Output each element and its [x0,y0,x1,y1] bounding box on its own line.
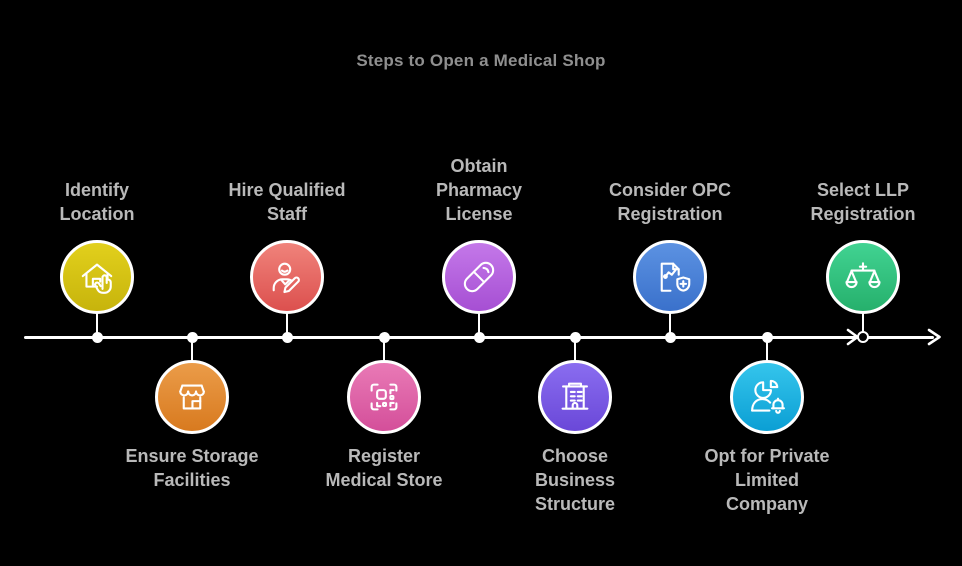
step-label: Ensure Storage Facilities [125,446,259,490]
connector-stem [477,312,481,338]
page-title: Steps to Open a Medical Shop [356,51,606,70]
timeline-step: Register Medical Store [289,0,479,566]
timeline-step: Hire Qualified Staff [192,0,382,566]
step-label: Obtain Pharmacy License [435,156,523,224]
timeline-step: Choose Business Structure [480,0,670,566]
timeline-node-dot [186,331,198,343]
step-icon-circle [826,240,900,314]
step-label: Consider OPC Registration [608,180,732,224]
connector-stem [861,312,865,338]
timeline-step: Ensure Storage Facilities [97,0,287,566]
connector-stem [382,336,386,362]
timeline-step: Consider OPC Registration [575,0,765,566]
timeline-node-dot [378,331,390,343]
step-label: Register Medical Store [325,446,443,490]
step-label: Select LLP Registration [810,180,916,224]
timeline-end-arrow-icon [927,328,941,346]
timeline-node-dot [569,331,581,343]
timeline-node-dot [761,331,773,343]
timeline-step: Identify Location [2,0,192,566]
connector-stem [95,312,99,338]
timeline-node-dot [473,331,485,343]
timeline-node-dot [856,330,869,343]
step-label: Identify Location [59,180,135,224]
timeline-node-dot [91,331,103,343]
connector-stem [573,336,577,362]
timeline-step: Obtain Pharmacy License [384,0,574,566]
timeline-node-dot [281,331,293,343]
timeline-step: Opt for Private Limited Company [672,0,862,566]
step-label: Opt for Private Limited Company [704,446,830,514]
scales-icon [841,255,885,299]
connector-stem [668,312,672,338]
step-icon-circle [347,360,421,434]
connector-stem [765,336,769,362]
step-icon-circle [250,240,324,314]
timeline-node-dot [664,331,676,343]
connector-stem [190,336,194,362]
step-icon-circle [730,360,804,434]
step-label: Hire Qualified Staff [228,180,346,224]
step-label: Choose Business Structure [534,446,616,514]
step-icon-circle [155,360,229,434]
connector-stem [285,312,289,338]
timeline-step: Select LLP Registration [768,0,958,566]
